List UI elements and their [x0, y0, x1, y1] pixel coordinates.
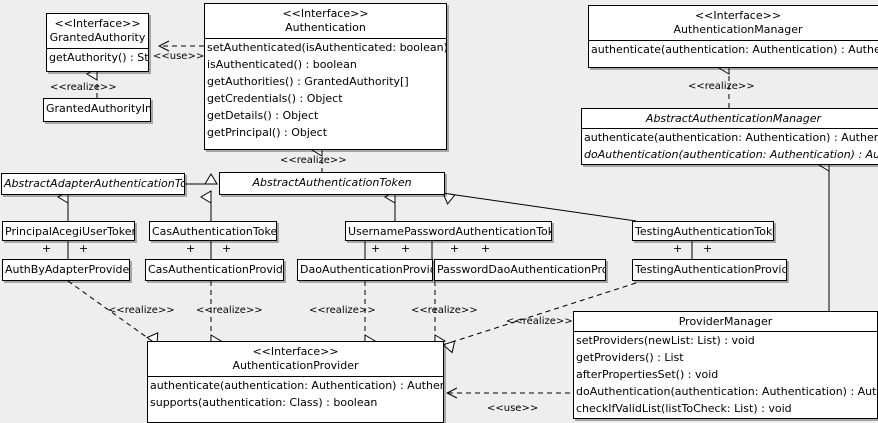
- class-name: AbstractAuthenticationManager: [645, 112, 822, 125]
- class-abstract-authentication-token[interactable]: AbstractAuthenticationToken: [219, 172, 445, 195]
- class-testing-authentication-provider[interactable]: TestingAuthenticationProvider: [632, 259, 787, 281]
- association-marker: +: [673, 242, 683, 255]
- class-name: TestingAuthenticationProvider: [635, 263, 787, 276]
- class-granted-authority-impl[interactable]: GrantedAuthorityImpl: [43, 98, 151, 122]
- edge-label-realize-granted-authority: <<realize>>: [50, 82, 117, 93]
- edge-label-realize-authentication: <<realize>>: [280, 155, 347, 166]
- class-name: PasswordDaoAuthenticationProvider: [437, 263, 605, 276]
- class-name: DaoAuthenticationProvider: [300, 263, 432, 276]
- edge-label-use-provider-manager: <<use>>: [487, 403, 539, 414]
- class-name: TestingAuthenticationToken: [635, 225, 774, 238]
- association-marker: +: [401, 242, 411, 255]
- class-name: UsernamePasswordAuthenticationToken: [348, 225, 552, 238]
- class-name: AbstractAdapterAuthenticationToken: [4, 177, 184, 190]
- edge-label-realize-cas-provider: <<realize>>: [196, 305, 263, 316]
- class-testing-authentication-token[interactable]: TestingAuthenticationToken: [632, 221, 774, 241]
- class-dao-authentication-provider[interactable]: DaoAuthenticationProvider: [297, 259, 433, 281]
- class-member: getAuthorities() : GrantedAuthority[]: [207, 75, 409, 88]
- class-member: afterPropertiesSet() : void: [576, 368, 719, 381]
- class-members: setProviders(newList: List) : void getPr…: [574, 332, 877, 417]
- class-member: getDetails() : Object: [207, 109, 319, 122]
- class-stereotype: <<Interface>>: [252, 345, 339, 358]
- class-name: AbstractAuthenticationToken: [252, 176, 412, 189]
- class-name: PrincipalAcegiUserToken: [5, 225, 135, 238]
- class-name: AuthByAdapterProvider: [5, 263, 130, 276]
- class-member: authenticate(authentication: Authenticat…: [150, 379, 443, 392]
- edge-testingauthenticationtoken-extends-abstractauthenticationtoken: [442, 192, 637, 222]
- edge-label-realize-password-dao-provider: <<realize>>: [411, 305, 478, 316]
- class-name: Authentication: [285, 21, 366, 34]
- association-marker: +: [371, 242, 381, 255]
- class-auth-by-adapter-provider[interactable]: AuthByAdapterProvider: [2, 259, 130, 281]
- class-members: getAuthority() : String: [47, 49, 148, 66]
- association-marker: +: [222, 242, 232, 255]
- class-member: isAuthenticated() : boolean: [207, 58, 357, 71]
- compartment-separator: [148, 376, 443, 377]
- class-member: getProviders() : List: [576, 351, 684, 364]
- class-password-dao-authentication-provider[interactable]: PasswordDaoAuthenticationProvider: [434, 259, 606, 281]
- class-member: getCredentials() : Object: [207, 92, 343, 105]
- class-name: CasAuthenticationToken: [152, 225, 277, 238]
- association-marker: +: [481, 242, 491, 255]
- compartment-separator: [574, 331, 877, 332]
- class-granted-authority[interactable]: <<Interface>> GrantedAuthority getAuthor…: [46, 13, 149, 72]
- compartment-separator: [205, 38, 446, 39]
- association-marker: +: [186, 242, 196, 255]
- class-name: GrantedAuthority: [49, 31, 146, 44]
- association-marker: +: [450, 242, 460, 255]
- edge-label-realize-testing-provider: <<realize>>: [506, 316, 573, 327]
- class-provider-manager[interactable]: ProviderManager setProviders(newList: Li…: [573, 311, 878, 419]
- class-name: CasAuthenticationProvider: [148, 263, 284, 276]
- class-member: setProviders(newList: List) : void: [576, 334, 755, 347]
- class-member: getPrincipal() : Object: [207, 126, 328, 139]
- class-name: GrantedAuthorityImpl: [46, 102, 150, 115]
- association-marker: +: [79, 242, 89, 255]
- class-member: doAuthentication(authentication: Authent…: [584, 148, 878, 161]
- class-member: checkIfValidList(listToCheck: List) : vo…: [576, 402, 792, 415]
- association-marker: +: [703, 242, 713, 255]
- edge-label-use-top: <<use>>: [153, 51, 205, 62]
- compartment-separator: [47, 48, 148, 49]
- class-stereotype: <<Interface>>: [54, 17, 141, 30]
- class-abstract-authentication-manager[interactable]: AbstractAuthenticationManager authentica…: [581, 108, 878, 165]
- class-abstract-adapter-authentication-token[interactable]: AbstractAdapterAuthenticationToken: [1, 173, 185, 195]
- compartment-separator: [582, 128, 878, 129]
- association-marker: +: [42, 242, 52, 255]
- class-members: authenticate(authentication: Authenticat…: [582, 129, 878, 163]
- class-members: setAuthenticated(isAuthenticated: boolea…: [205, 39, 446, 141]
- class-name: ProviderManager: [678, 315, 773, 328]
- compartment-separator: [589, 40, 878, 41]
- class-name: AuthenticationProvider: [232, 359, 359, 372]
- class-member: authenticate(authentication: Authenticat…: [591, 43, 878, 56]
- class-authentication[interactable]: <<Interface>> Authentication setAuthenti…: [204, 3, 447, 150]
- class-member: doAuthentication(authentication: Authent…: [576, 385, 877, 398]
- class-stereotype: <<Interface>>: [282, 7, 369, 20]
- class-stereotype: <<Interface>>: [694, 9, 782, 22]
- class-name: AuthenticationManager: [673, 23, 803, 36]
- edge-label-realize-auth-by-adapter: <<realize>>: [108, 305, 175, 316]
- class-member: supports(authentication: Class) : boolea…: [150, 396, 378, 409]
- class-principal-acegi-user-token[interactable]: PrincipalAcegiUserToken: [2, 221, 135, 241]
- class-members: authenticate(authentication: Authenticat…: [148, 377, 443, 411]
- class-authentication-provider[interactable]: <<Interface>> AuthenticationProvider aut…: [147, 341, 444, 423]
- class-member: authenticate(authentication: Authenticat…: [584, 131, 878, 144]
- edge-label-realize-authentication-manager: <<realize>>: [688, 81, 755, 92]
- class-cas-authentication-token[interactable]: CasAuthenticationToken: [149, 221, 277, 241]
- class-cas-authentication-provider[interactable]: CasAuthenticationProvider: [145, 259, 284, 281]
- class-members: authenticate(authentication: Authenticat…: [589, 41, 878, 58]
- edge-label-realize-dao-provider: <<realize>>: [309, 305, 376, 316]
- class-member: getAuthority() : String: [49, 51, 149, 64]
- class-authentication-manager[interactable]: <<Interface>> AuthenticationManager auth…: [588, 5, 878, 68]
- class-username-password-authentication-token[interactable]: UsernamePasswordAuthenticationToken: [345, 221, 552, 241]
- class-member: setAuthenticated(isAuthenticated: boolea…: [207, 41, 447, 54]
